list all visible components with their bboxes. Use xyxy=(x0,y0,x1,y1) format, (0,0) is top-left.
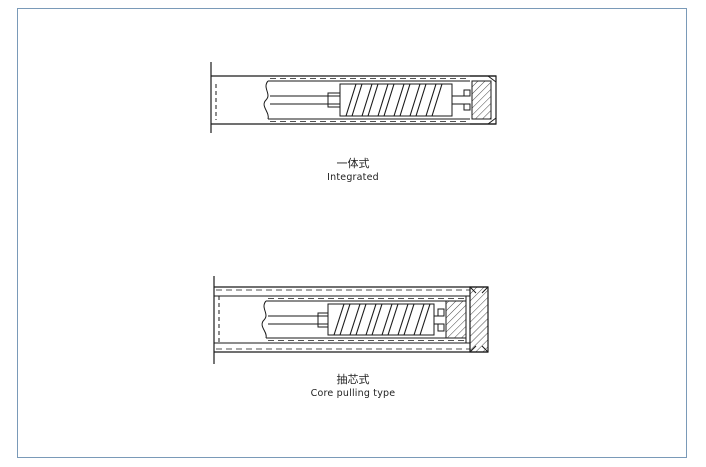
caption-en: Core pulling type xyxy=(310,387,396,399)
outer-cap-chamfer xyxy=(469,286,489,353)
latch-top xyxy=(437,308,445,317)
outer-end-cap xyxy=(469,286,489,353)
latch-bottom xyxy=(463,103,471,111)
latch-bottom xyxy=(437,323,445,332)
spring-coils xyxy=(345,83,443,117)
spring-coils xyxy=(333,303,431,336)
core-end-cap xyxy=(445,300,467,339)
caption-zh: 抽芯式 xyxy=(336,373,370,386)
diagram-frame xyxy=(17,8,687,458)
core-pulling-assembly-drawing xyxy=(213,276,489,364)
rod-collar xyxy=(327,92,341,108)
end-housing xyxy=(470,75,497,125)
spring-body xyxy=(327,303,435,336)
integrated-assembly-drawing xyxy=(210,62,497,133)
caption-integrated: 一体式 Integrated xyxy=(293,157,413,185)
caption-en: Integrated xyxy=(327,171,379,183)
latch-top xyxy=(463,89,471,97)
rod-collar xyxy=(317,312,329,328)
spring-body xyxy=(339,83,453,117)
caption-core-pulling: 抽芯式 Core pulling type xyxy=(293,373,413,401)
caption-zh: 一体式 xyxy=(336,157,370,170)
core-tube-break xyxy=(261,300,267,339)
end-chamfer xyxy=(487,75,497,125)
end-cap xyxy=(471,80,492,120)
inner-tube-break xyxy=(263,80,269,120)
